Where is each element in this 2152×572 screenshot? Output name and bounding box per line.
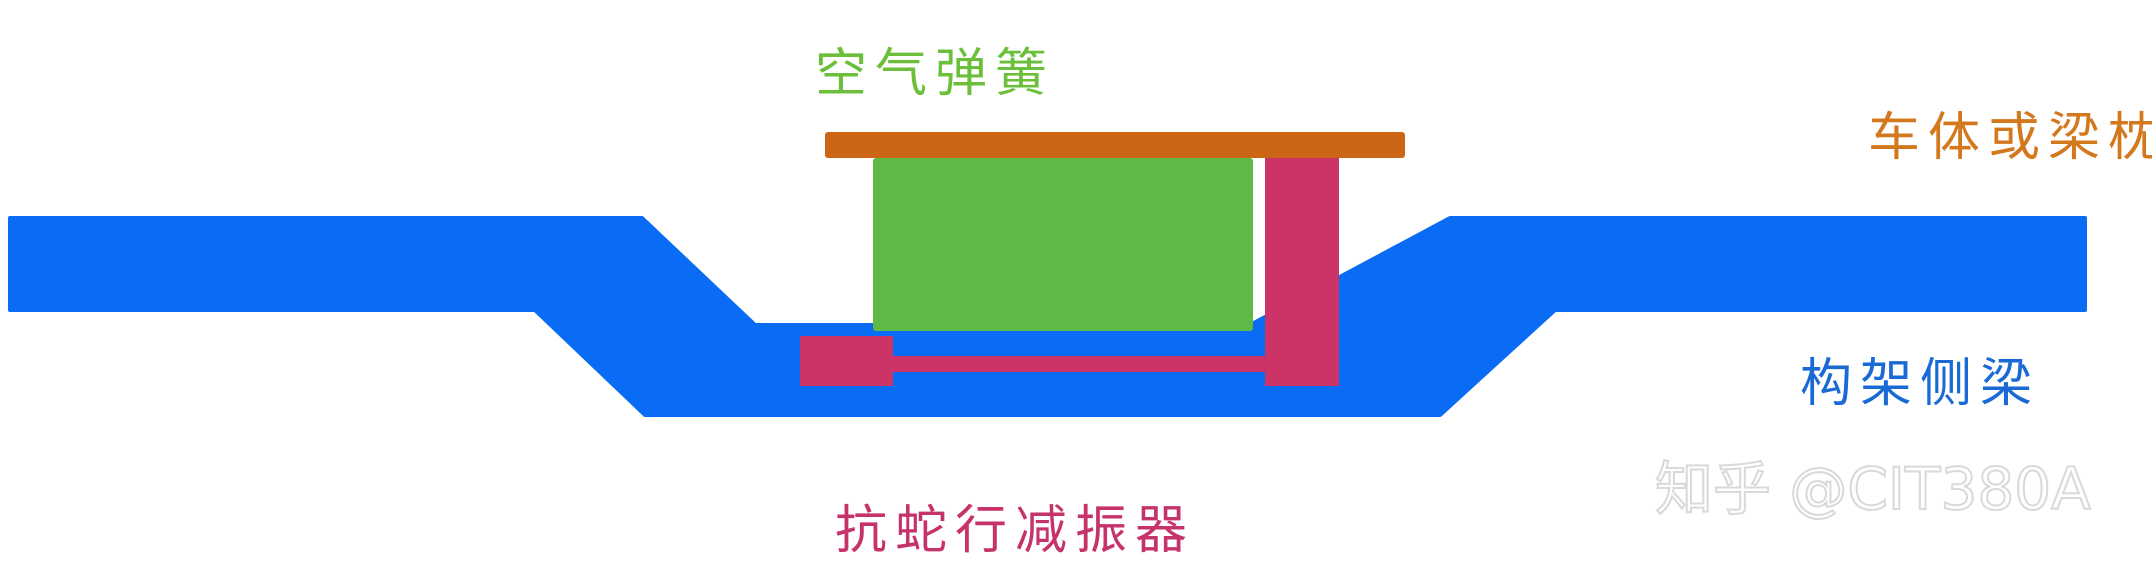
frame-side-beam-label: 构架侧梁 xyxy=(1800,354,2041,414)
damper-bracket xyxy=(1265,158,1339,386)
air-spring-label: 空气弹簧 xyxy=(815,44,1056,104)
damper-rod xyxy=(888,356,1268,372)
carbody-label: 车体或梁枕 xyxy=(1868,108,2152,168)
watermark: 知乎 @CIT380A xyxy=(1654,455,2092,523)
frame-side-beam xyxy=(8,216,2087,417)
air-spring xyxy=(873,158,1253,331)
yaw-damper-label: 抗蛇行减振器 xyxy=(835,501,1196,561)
damper-body xyxy=(800,336,893,386)
carbody-bolster xyxy=(825,132,1405,158)
